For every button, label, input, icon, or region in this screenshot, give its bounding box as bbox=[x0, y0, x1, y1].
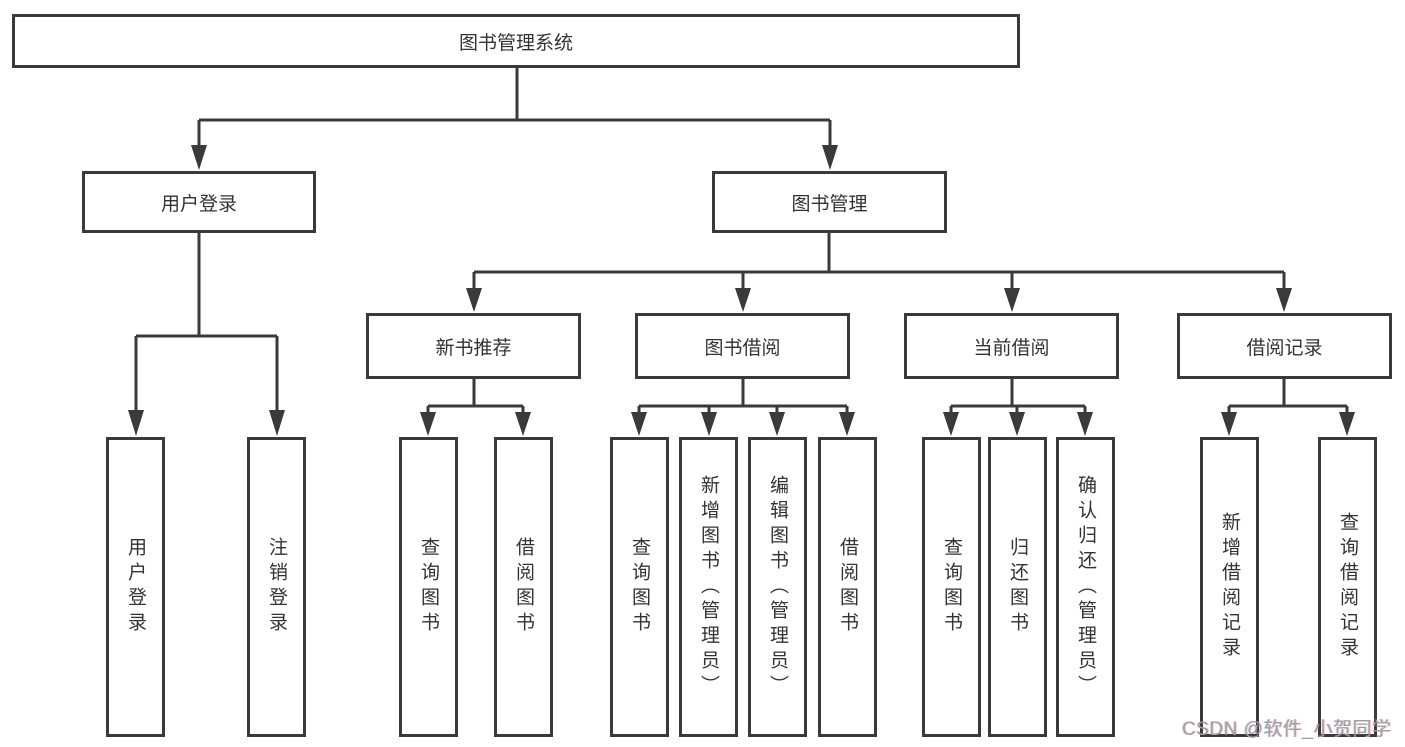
connector-book-borrow-branch bbox=[637, 379, 849, 414]
leaf-label: 查询借阅记录 bbox=[1337, 512, 1358, 662]
leaf-return-book: 归还图书 bbox=[988, 437, 1047, 737]
leaf-borrow-books-recommend: 借阅图书 bbox=[494, 437, 553, 737]
node-book-management: 图书管理 bbox=[712, 171, 947, 233]
node-label: 当前借阅 bbox=[973, 337, 1050, 359]
leaf-borrow-books: 借阅图书 bbox=[818, 437, 877, 737]
leaf-label: 新增图书（管理员） bbox=[698, 474, 719, 700]
leaf-confirm-return-admin: 确认归还（管理员） bbox=[1056, 437, 1115, 737]
connector-book-management-branch bbox=[472, 233, 1286, 290]
node-label: 新书推荐 bbox=[435, 337, 512, 359]
connector-user-login-branch bbox=[134, 233, 279, 413]
leaf-edit-book-admin: 编辑图书（管理员） bbox=[748, 437, 807, 737]
csdn-watermark: CSDN @软件_小贺同学 bbox=[1182, 719, 1392, 740]
leaf-query-books-current: 查询图书 bbox=[922, 437, 981, 737]
leaf-label: 确认归还（管理员） bbox=[1075, 474, 1096, 700]
leaf-label: 借阅图书 bbox=[837, 537, 858, 637]
node-book-borrow: 图书借阅 bbox=[635, 313, 850, 379]
leaf-label: 新增借阅记录 bbox=[1219, 512, 1240, 662]
leaf-query-borrow-record: 查询借阅记录 bbox=[1318, 437, 1377, 737]
leaf-label: 用户登录 bbox=[125, 537, 146, 637]
node-label: 图书管理 bbox=[791, 193, 868, 215]
connector-borrow-record-branch bbox=[1227, 379, 1349, 414]
leaf-label: 查询图书 bbox=[941, 537, 962, 637]
leaf-add-borrow-record: 新增借阅记录 bbox=[1200, 437, 1259, 737]
leaf-user-login: 用户登录 bbox=[106, 437, 165, 737]
leaf-label: 编辑图书（管理员） bbox=[767, 474, 788, 700]
node-user-login: 用户登录 bbox=[82, 171, 316, 233]
leaf-add-book-admin: 新增图书（管理员） bbox=[679, 437, 738, 737]
node-label: 图书借阅 bbox=[704, 337, 781, 359]
leaf-label: 查询图书 bbox=[418, 537, 439, 637]
node-label: 借阅记录 bbox=[1246, 337, 1323, 359]
leaf-logout: 注销登录 bbox=[247, 437, 306, 737]
node-new-book-recommend: 新书推荐 bbox=[366, 313, 581, 379]
leaf-query-books-recommend: 查询图书 bbox=[399, 437, 458, 737]
leaf-label: 查询图书 bbox=[629, 537, 650, 637]
node-label: 图书管理系统 bbox=[458, 32, 573, 54]
connector-root-stem bbox=[197, 68, 832, 148]
leaf-label: 归还图书 bbox=[1007, 537, 1028, 637]
connector-new-book-recommend-branch bbox=[426, 379, 525, 414]
connector-current-borrow-branch bbox=[949, 379, 1087, 414]
leaf-label: 注销登录 bbox=[266, 537, 287, 637]
leaf-query-books-borrow: 查询图书 bbox=[610, 437, 669, 737]
arrowheads bbox=[128, 145, 1355, 436]
node-current-borrow: 当前借阅 bbox=[904, 313, 1119, 379]
node-label: 用户登录 bbox=[160, 193, 237, 215]
leaf-label: 借阅图书 bbox=[513, 537, 534, 637]
node-library-management-system: 图书管理系统 bbox=[12, 14, 1020, 68]
node-borrow-record: 借阅记录 bbox=[1177, 313, 1392, 379]
